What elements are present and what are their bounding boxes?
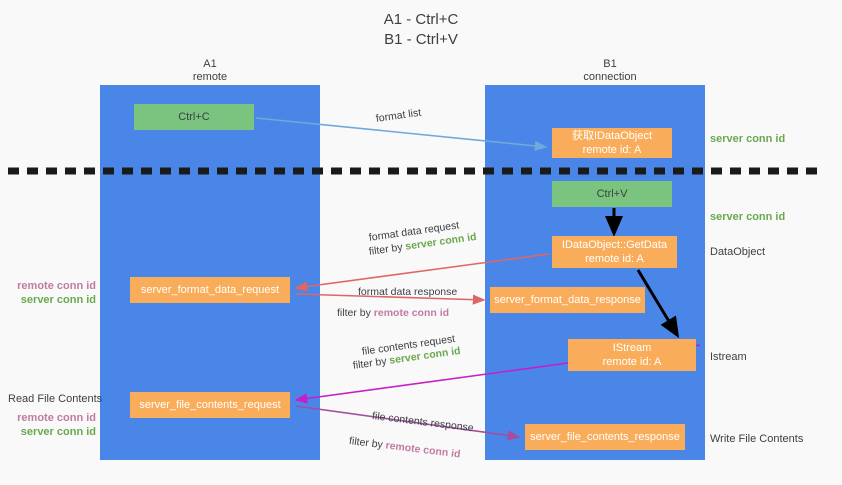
filter-value-remote-conn-id: remote conn id: [373, 307, 450, 319]
annotation-server-conn-id: server conn id: [20, 426, 96, 438]
annotation-istream: Istream: [710, 351, 747, 363]
node-idataobject-getdata[interactable]: IDataObject::GetData remote id: A: [552, 236, 677, 268]
annotation-left-conn-ids: remote conn id server conn id: [8, 279, 96, 307]
edge-label-format-data-response: format data response: [358, 286, 458, 298]
page-title: A1 - Ctrl+C B1 - Ctrl+V: [383, 11, 459, 48]
annotation-read-file-contents: Read File Contents: [8, 393, 103, 405]
annotation-write-file-contents: Write File Contents: [710, 433, 804, 445]
annotation-left-conn-ids-2: remote conn id server conn id: [8, 411, 96, 439]
edge-label-file-contents-response-filter: filter by remote conn id: [348, 434, 461, 462]
node-istream[interactable]: IStream remote id: A: [568, 339, 696, 371]
edge-label-file-contents-response: file contents response: [371, 409, 475, 435]
annotation-server-conn-id-mid: server conn id: [710, 211, 786, 223]
filter-prefix: filter by: [368, 240, 407, 258]
annotation-remote-conn-id: remote conn id: [17, 280, 96, 292]
filter-value-remote-conn-id: remote conn id: [384, 439, 462, 461]
node-server-file-contents-request[interactable]: server_file_contents_request: [130, 392, 290, 418]
annotation-server-conn-id-top: server conn id: [710, 133, 786, 145]
filter-prefix: filter by: [352, 354, 391, 372]
lane-header-b1: B1 connection: [583, 58, 637, 83]
node-get-idataobject[interactable]: 获取IDataObject remote id: A: [552, 128, 672, 158]
edge-label-format-data-response-filter: filter by remote conn id: [337, 306, 449, 320]
lane-header-a1: A1 remote: [192, 58, 228, 83]
node-ctrl-c[interactable]: Ctrl+C: [134, 104, 254, 130]
edge-label-format-list: format list: [375, 106, 422, 125]
filter-prefix: filter by: [337, 307, 374, 319]
node-server-format-data-request[interactable]: server_format_data_request: [130, 277, 290, 303]
annotation-dataobject: DataObject: [710, 246, 766, 258]
filter-prefix: filter by: [348, 434, 387, 452]
node-ctrl-v[interactable]: Ctrl+V: [552, 181, 672, 207]
node-server-file-contents-response[interactable]: server_file_contents_response: [525, 424, 685, 450]
annotation-remote-conn-id: remote conn id: [17, 412, 96, 424]
annotation-server-conn-id: server conn id: [20, 294, 96, 306]
node-server-format-data-response[interactable]: server_format_data_response: [490, 287, 645, 313]
